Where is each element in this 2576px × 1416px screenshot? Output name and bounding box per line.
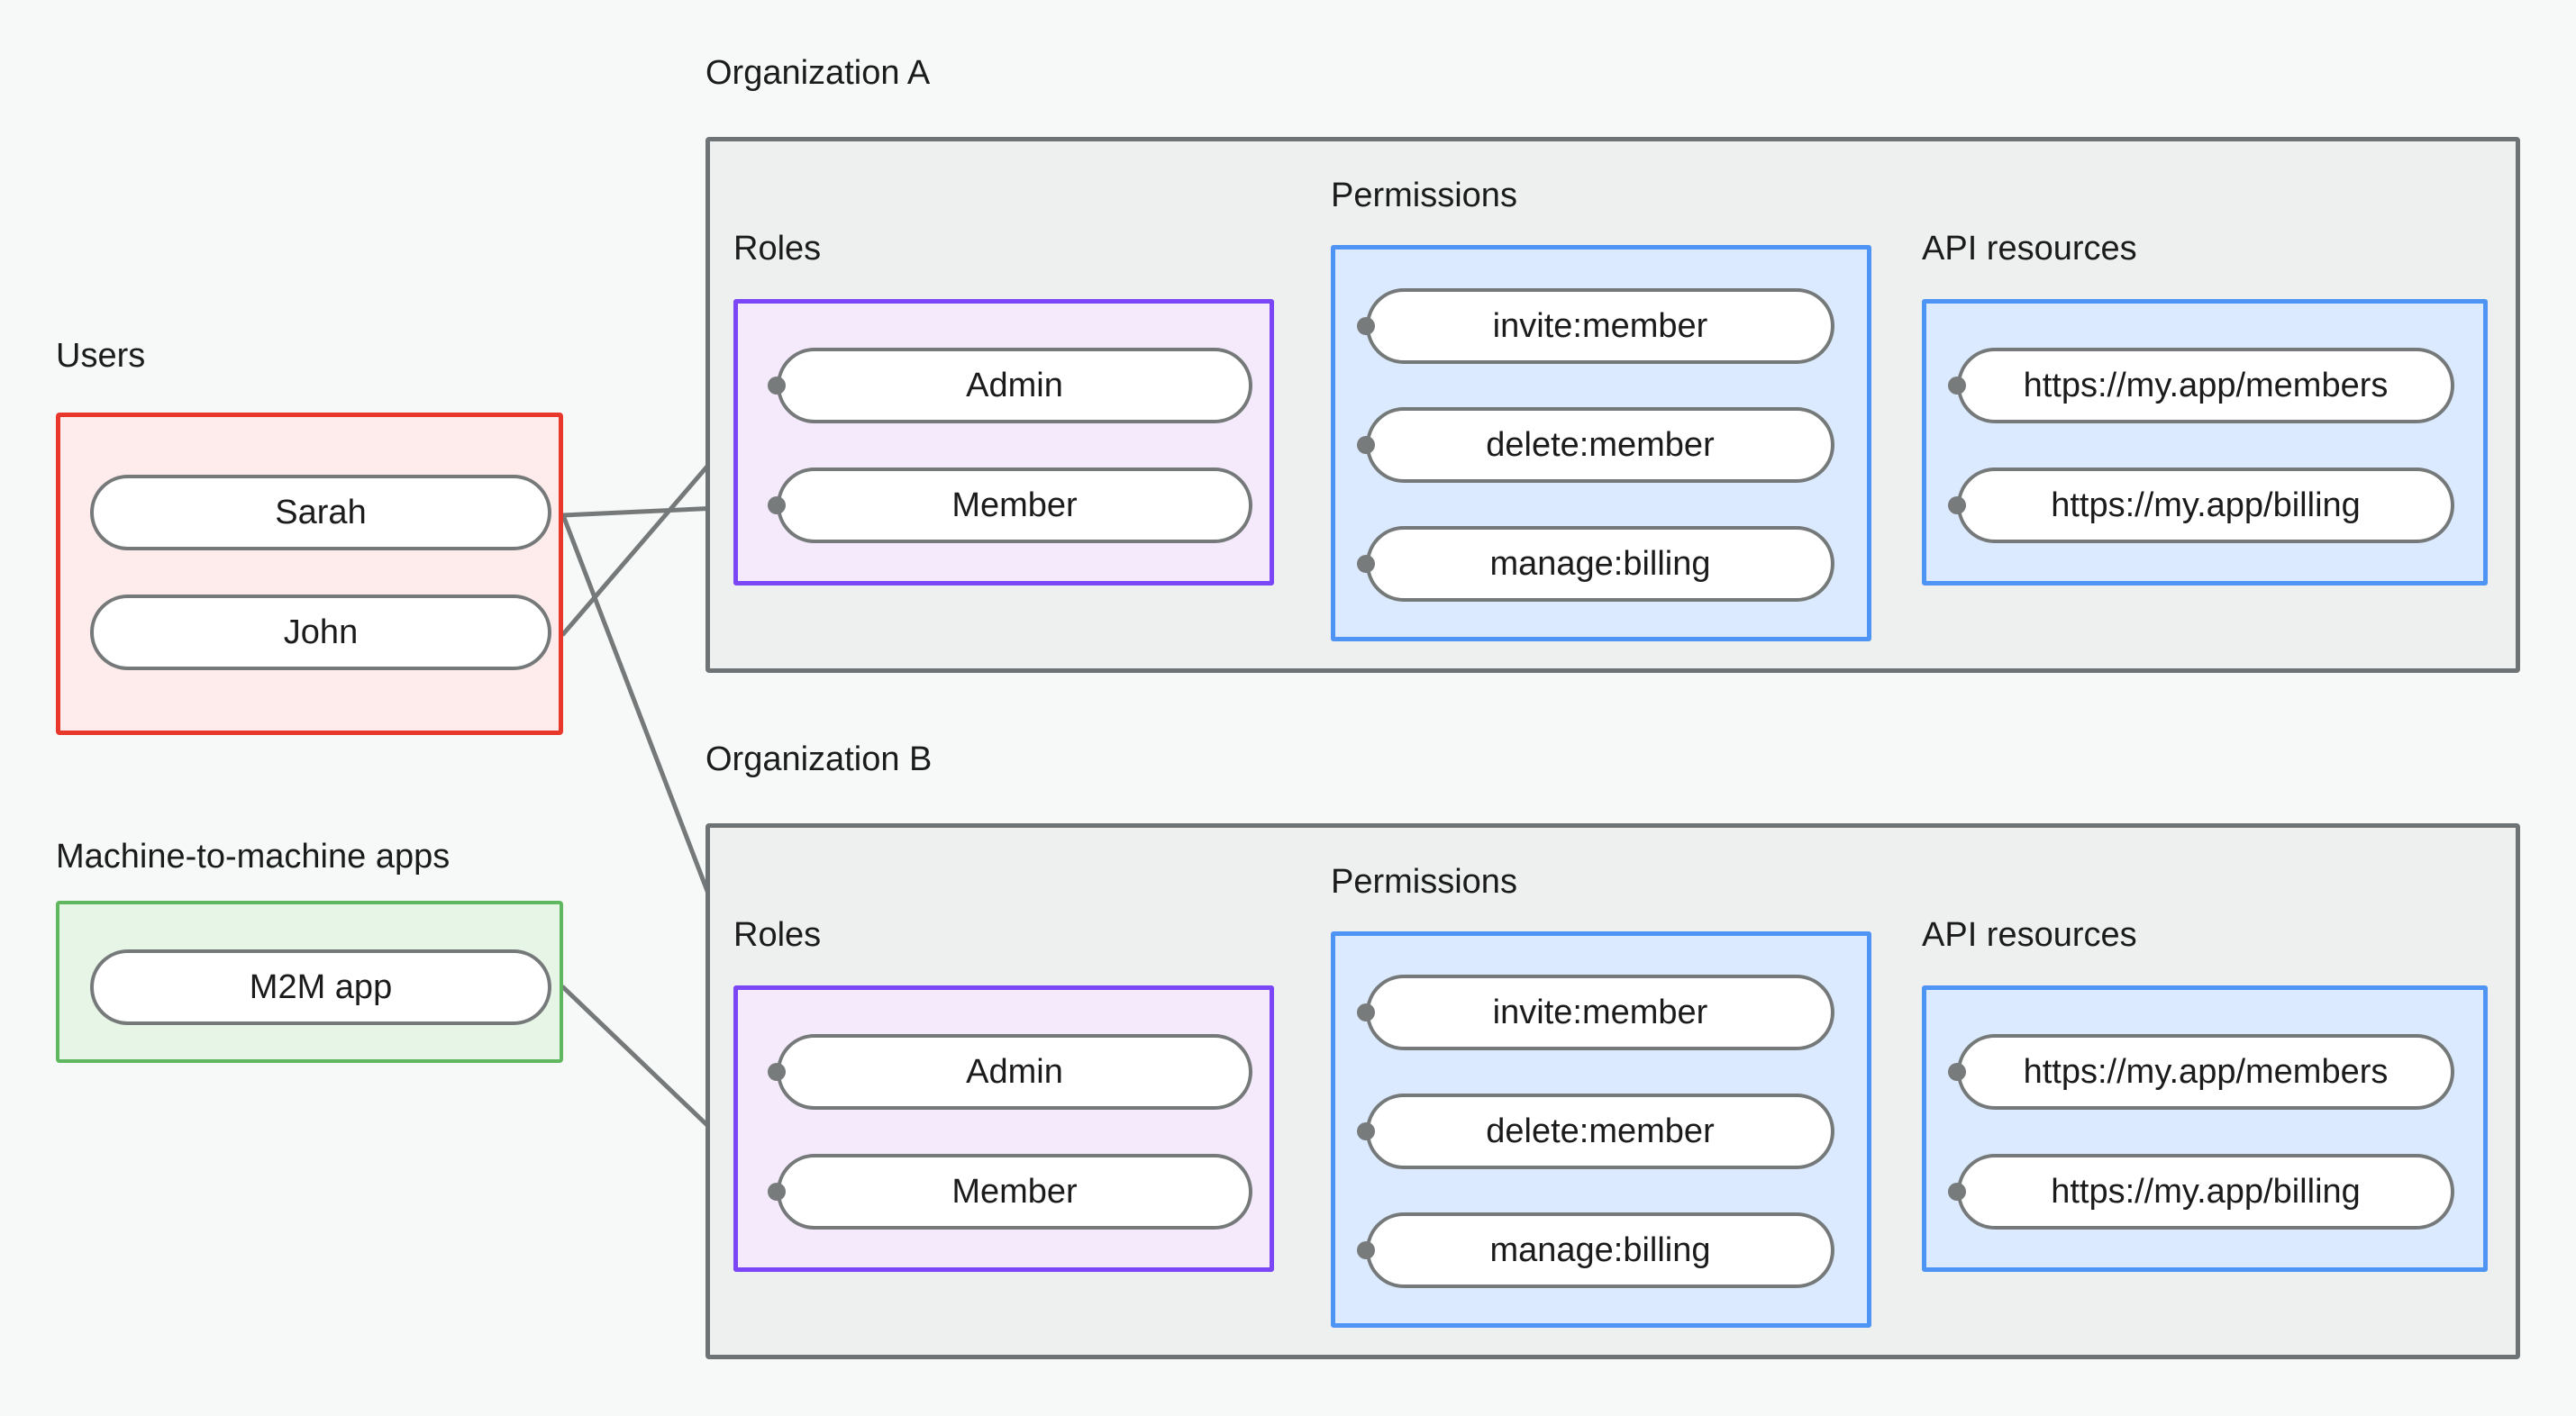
org-b-permission-pill-delete-member[interactable]: delete:member [1366, 1094, 1834, 1169]
connector-dot-org-a-delete-left [1357, 436, 1375, 454]
users-caption: Users [56, 337, 146, 375]
connector-dot-org-b-delete-left [1357, 1122, 1375, 1140]
org-b-api-resource-pill-members[interactable]: https://my.app/members [1957, 1034, 2454, 1110]
org-b-permission-pill-invite-member[interactable]: invite:member [1366, 975, 1834, 1050]
org-b-permissions-caption: Permissions [1331, 863, 1517, 901]
org-a-permission-pill-invite-member[interactable]: invite:member [1366, 288, 1834, 364]
org-a-api-resource-pill-billing[interactable]: https://my.app/billing [1957, 467, 2454, 543]
m2m-caption: Machine-to-machine apps [56, 838, 451, 876]
connector-dot-org-b-billing-url-left [1948, 1183, 1966, 1201]
user-pill-john[interactable]: John [90, 595, 551, 670]
m2m-pill-app[interactable]: M2M app [90, 949, 551, 1025]
connector-dot-org-b-invite-left [1357, 1003, 1375, 1021]
org-a-caption: Organization A [705, 54, 931, 92]
connector-dot-org-a-admin-left [768, 377, 786, 395]
user-pill-sarah[interactable]: Sarah [90, 475, 551, 550]
connector-dot-org-a-member-left [768, 496, 786, 514]
org-b-api-resources-caption: API resources [1922, 916, 2137, 954]
connector-dot-org-a-billing-url-left [1948, 496, 1966, 514]
org-a-permission-pill-delete-member[interactable]: delete:member [1366, 407, 1834, 483]
connector-dot-org-b-member-left [768, 1183, 786, 1201]
connector-dot-org-a-members-left [1948, 377, 1966, 395]
connector-dot-org-b-billing-left [1357, 1241, 1375, 1259]
org-a-api-resource-pill-members[interactable]: https://my.app/members [1957, 348, 2454, 423]
org-a-permissions-caption: Permissions [1331, 177, 1517, 214]
connector-dot-org-b-admin-left [768, 1063, 786, 1081]
connector-dot-org-a-invite-left [1357, 317, 1375, 335]
org-b-api-resource-pill-billing[interactable]: https://my.app/billing [1957, 1154, 2454, 1230]
org-a-permission-pill-manage-billing[interactable]: manage:billing [1366, 526, 1834, 602]
org-b-permission-pill-manage-billing[interactable]: manage:billing [1366, 1212, 1834, 1288]
org-b-role-pill-admin[interactable]: Admin [777, 1034, 1252, 1110]
org-b-role-pill-member[interactable]: Member [777, 1154, 1252, 1230]
org-a-role-pill-admin[interactable]: Admin [777, 348, 1252, 423]
org-a-role-pill-member[interactable]: Member [777, 467, 1252, 543]
connector-dot-org-b-members-left [1948, 1063, 1966, 1081]
org-a-api-resources-caption: API resources [1922, 230, 2137, 268]
org-b-roles-caption: Roles [733, 916, 822, 954]
connector-dot-org-a-billing-left [1357, 555, 1375, 573]
users-group-box [56, 413, 563, 735]
org-b-caption: Organization B [705, 740, 933, 778]
org-a-roles-caption: Roles [733, 230, 822, 268]
